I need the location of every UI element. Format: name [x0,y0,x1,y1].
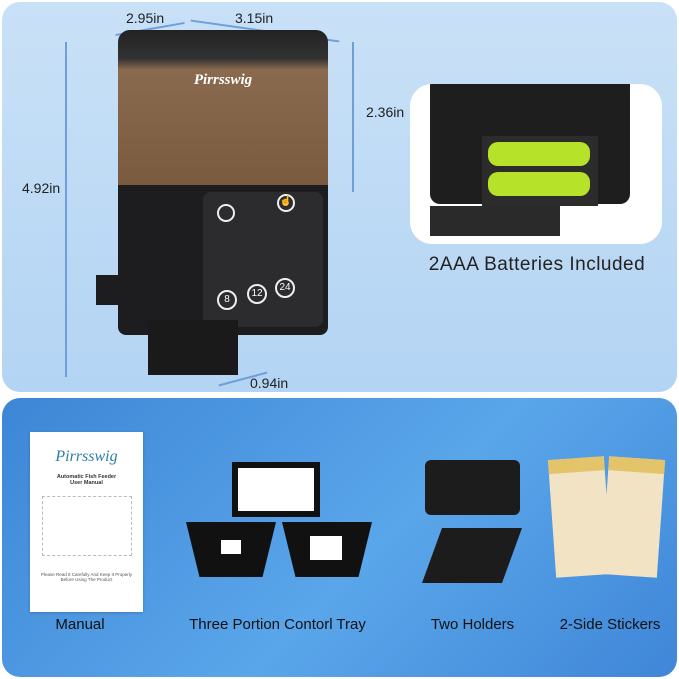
portion-tray [282,522,372,577]
holder [425,460,520,515]
height-line [65,42,67,377]
caption-holders: Two Holders [430,616,515,633]
battery-caption: 2AAA Batteries Included [428,254,646,275]
caption-manual: Manual [55,616,105,633]
battery-status-icon [217,204,235,222]
manual-note: Please Read It Carefully And Keep It Pro… [40,572,133,577]
feed-24-button[interactable]: 24 [275,278,295,298]
portion-tray [232,462,320,517]
depth-label: 2.95in [126,10,165,26]
caption-stickers: 2-Side Stickers [559,616,661,633]
battery-icon [488,142,590,166]
manual-feed-button[interactable]: ☝ [277,194,295,212]
battery-inset [410,84,662,244]
manual-title: Automatic Fish Feeder [56,474,117,480]
hopper-height-line [352,42,354,192]
control-panel: ☝ 8 12 24 [203,192,323,327]
manual-subtitle: User Manual [70,480,103,486]
portion-tray [186,522,276,577]
hopper-height-label: 2.36in [366,104,405,120]
manual-brand: Pirrsswig [55,448,118,465]
width-label: 3.15in [235,10,274,26]
height-total-label: 4.92in [22,180,61,196]
sticker [600,456,666,578]
feeder-product: Pirrsswig ☝ 8 12 24 [96,30,334,375]
outlet-label: 0.94in [250,375,289,391]
feed-12-button[interactable]: 12 [247,284,267,304]
mounting-clamp [148,320,238,375]
user-manual: Pirrsswig Automatic Fish Feeder User Man… [30,432,143,612]
feeder-outlet [96,275,136,305]
caption-tray: Three Portion Contorl Tray [189,616,366,633]
brand-logo: Pirrsswig [193,72,253,88]
manual-note-2: Before Using The Product [60,577,113,582]
manual-illustration [41,496,132,556]
food-hopper [118,30,328,190]
battery-icon [488,172,590,196]
feed-8-button[interactable]: 8 [217,290,237,310]
